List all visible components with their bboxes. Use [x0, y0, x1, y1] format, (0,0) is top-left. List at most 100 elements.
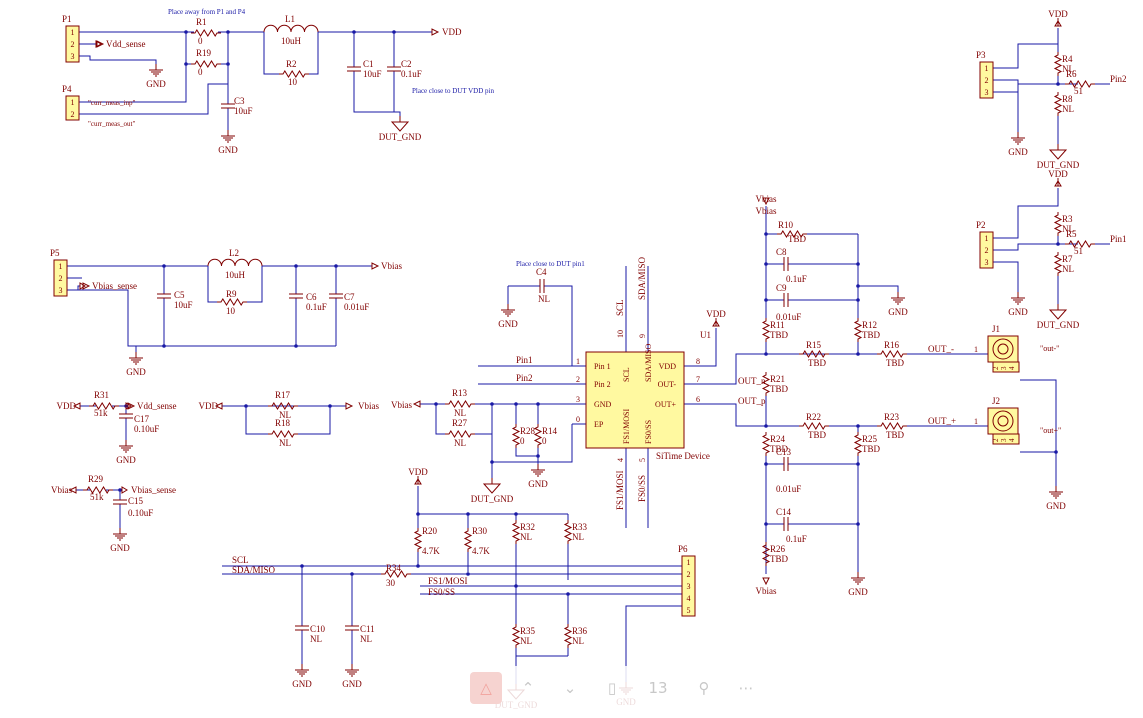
resistor-r19	[191, 60, 221, 68]
dut-ground-symbol	[482, 478, 502, 494]
out-minus-label: OUT_-	[928, 344, 954, 354]
value-r7: NL	[1062, 264, 1074, 274]
pin-name: OUT-	[658, 380, 677, 389]
value-r21: TBD	[770, 384, 789, 394]
port-arrow	[72, 402, 81, 410]
dut-gnd-label: DUT_GND	[471, 494, 514, 504]
value-r33: NL	[572, 532, 584, 542]
pdf-icon[interactable]: △	[470, 672, 502, 704]
wire	[515, 446, 538, 457]
junction-dot	[416, 564, 420, 568]
connector-pin: 2	[59, 274, 63, 283]
ref-r36: R36	[572, 626, 588, 636]
ref-r23: R23	[884, 412, 900, 422]
resistor-r16	[877, 350, 907, 358]
power-label: VDD	[1048, 169, 1068, 179]
parts	[53, 18, 1095, 700]
value-c17: 0.10uF	[134, 424, 159, 434]
ground-label: GND	[342, 679, 362, 689]
wire	[263, 32, 282, 75]
value-r20: 4.7K	[422, 546, 440, 556]
pin-number: 7	[696, 375, 700, 384]
ref-r3: R3	[1062, 214, 1073, 224]
out-p-label: OUT_p	[738, 396, 766, 406]
connector-p5	[53, 259, 68, 297]
pdf-viewer-toolbar: △ ⌃ ⌄ ▯ 13 ⚲ ⋯	[462, 666, 800, 710]
ref-r26: R26	[770, 544, 786, 554]
connector-p3	[979, 61, 994, 99]
value-r25: TBD	[862, 444, 881, 454]
value-r34: 30	[386, 578, 396, 588]
connector-pin: 2	[985, 76, 989, 85]
port-arrow	[121, 486, 128, 494]
ref-r5: R5	[1066, 229, 1077, 239]
connector-pin: 2	[985, 246, 989, 255]
wire	[858, 285, 899, 292]
chip-name: SiTime Device	[656, 451, 710, 461]
resistor-r5	[1065, 240, 1095, 248]
ref-r29: R29	[88, 474, 104, 484]
chip-u1	[585, 351, 685, 449]
ref-r33: R33	[572, 522, 588, 532]
value-r16: TBD	[886, 358, 905, 368]
pin-name: Pin 2	[594, 380, 611, 389]
value-l2: 10uH	[225, 270, 246, 280]
wire	[993, 243, 1058, 251]
capacitor-c10	[295, 625, 309, 631]
fs0-label: FS0/SS	[637, 475, 647, 502]
capacitor-c6	[289, 293, 303, 299]
junction-dot	[536, 454, 540, 458]
wires	[67, 28, 1110, 684]
out-minus-q: "out-"	[1040, 344, 1059, 353]
value-r28: 0	[520, 436, 525, 446]
ground-label: GND	[888, 307, 908, 317]
pin-number: 5	[638, 458, 647, 462]
value-r15: TBD	[808, 358, 827, 368]
port-arrow	[371, 262, 380, 270]
connector-pin: 3	[71, 52, 75, 61]
value-c2: 0.1uF	[401, 69, 422, 79]
more-icon[interactable]: ⋯	[738, 679, 754, 697]
vbias-top-label: Vbias	[756, 194, 777, 204]
page-number[interactable]: 13	[648, 679, 668, 697]
search-icon[interactable]: ⚲	[698, 679, 710, 697]
resistor-r31	[89, 402, 119, 410]
ref-r31: R31	[94, 390, 109, 400]
resistor-r33	[563, 520, 573, 544]
chevron-up-icon[interactable]: ⌃	[521, 679, 535, 697]
power-port	[762, 197, 770, 206]
chevron-down-icon[interactable]: ⌄	[563, 679, 577, 697]
wire	[294, 406, 331, 435]
vbias-label: Vbias	[358, 401, 379, 411]
ground-symbol	[149, 64, 163, 77]
value-r1: 0	[198, 36, 203, 46]
capacitor-c14	[783, 517, 789, 531]
value-r22: TBD	[808, 430, 827, 440]
ground-symbol	[531, 464, 545, 477]
value-r32: NL	[520, 532, 532, 542]
ref-c10: C10	[310, 624, 326, 634]
junction-dot	[490, 402, 494, 406]
pin-number: 0	[576, 415, 580, 424]
wire	[700, 328, 717, 367]
value-c4: NL	[538, 294, 550, 304]
coax-pin: 2	[992, 438, 1000, 442]
ground-symbol	[119, 440, 133, 453]
wire	[393, 71, 401, 116]
curr-meas-inp-label: "curr_meas_inp"	[88, 99, 135, 107]
capacitor-c5	[157, 293, 171, 299]
port-arrow	[431, 28, 440, 36]
chip-ref: U1	[700, 330, 711, 340]
power-port	[414, 476, 422, 485]
ref-r27: R27	[452, 418, 468, 428]
port-arrow	[214, 402, 223, 410]
power-port	[1054, 178, 1062, 187]
ref-r20: R20	[422, 526, 438, 536]
dut-ground-symbol	[1048, 144, 1068, 160]
ground-symbol	[851, 572, 865, 585]
j1-pin1: 1	[974, 345, 978, 354]
resistor-r7	[1053, 252, 1063, 276]
resistor-r25	[853, 432, 863, 456]
capacitor-c2	[387, 66, 401, 72]
capacitor-c9	[783, 293, 789, 307]
